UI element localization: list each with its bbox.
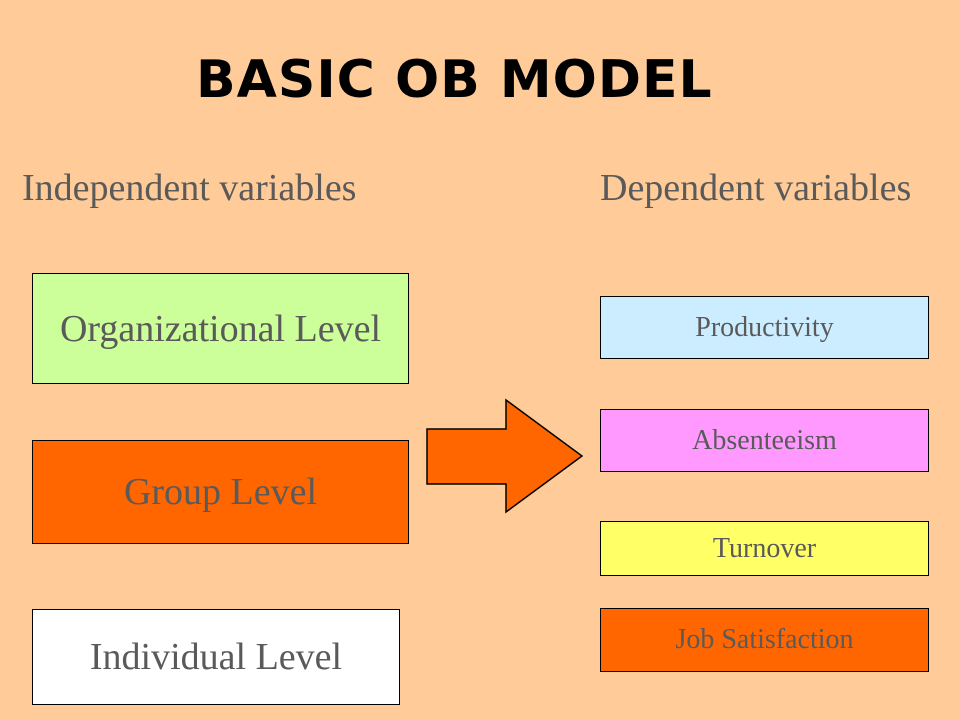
- group-level-box: Group Level: [32, 440, 409, 544]
- slide-title: BASIC OB MODEL: [196, 50, 713, 110]
- productivity-label: Productivity: [695, 311, 834, 343]
- absenteeism-box: Absenteeism: [600, 409, 929, 472]
- right-arrow-icon: [426, 398, 584, 514]
- turnover-box: Turnover: [600, 521, 929, 576]
- arrow-shape: [426, 398, 584, 514]
- dependent-variables-heading: Dependent variables: [600, 167, 912, 209]
- independent-variables-heading: Independent variables: [22, 167, 357, 209]
- individual-level-label: Individual Level: [89, 636, 343, 678]
- group-level-label: Group Level: [123, 471, 318, 513]
- organizational-level-label: Organizational Level: [59, 307, 382, 350]
- individual-level-box: Individual Level: [32, 609, 400, 705]
- turnover-label: Turnover: [712, 532, 817, 564]
- job-satisfaction-box: Job Satisfaction: [600, 608, 929, 672]
- productivity-box: Productivity: [600, 296, 929, 359]
- organizational-level-box: Organizational Level: [32, 273, 409, 384]
- absenteeism-label: Absenteeism: [692, 424, 837, 456]
- job-satisfaction-label: Job Satisfaction: [675, 624, 854, 655]
